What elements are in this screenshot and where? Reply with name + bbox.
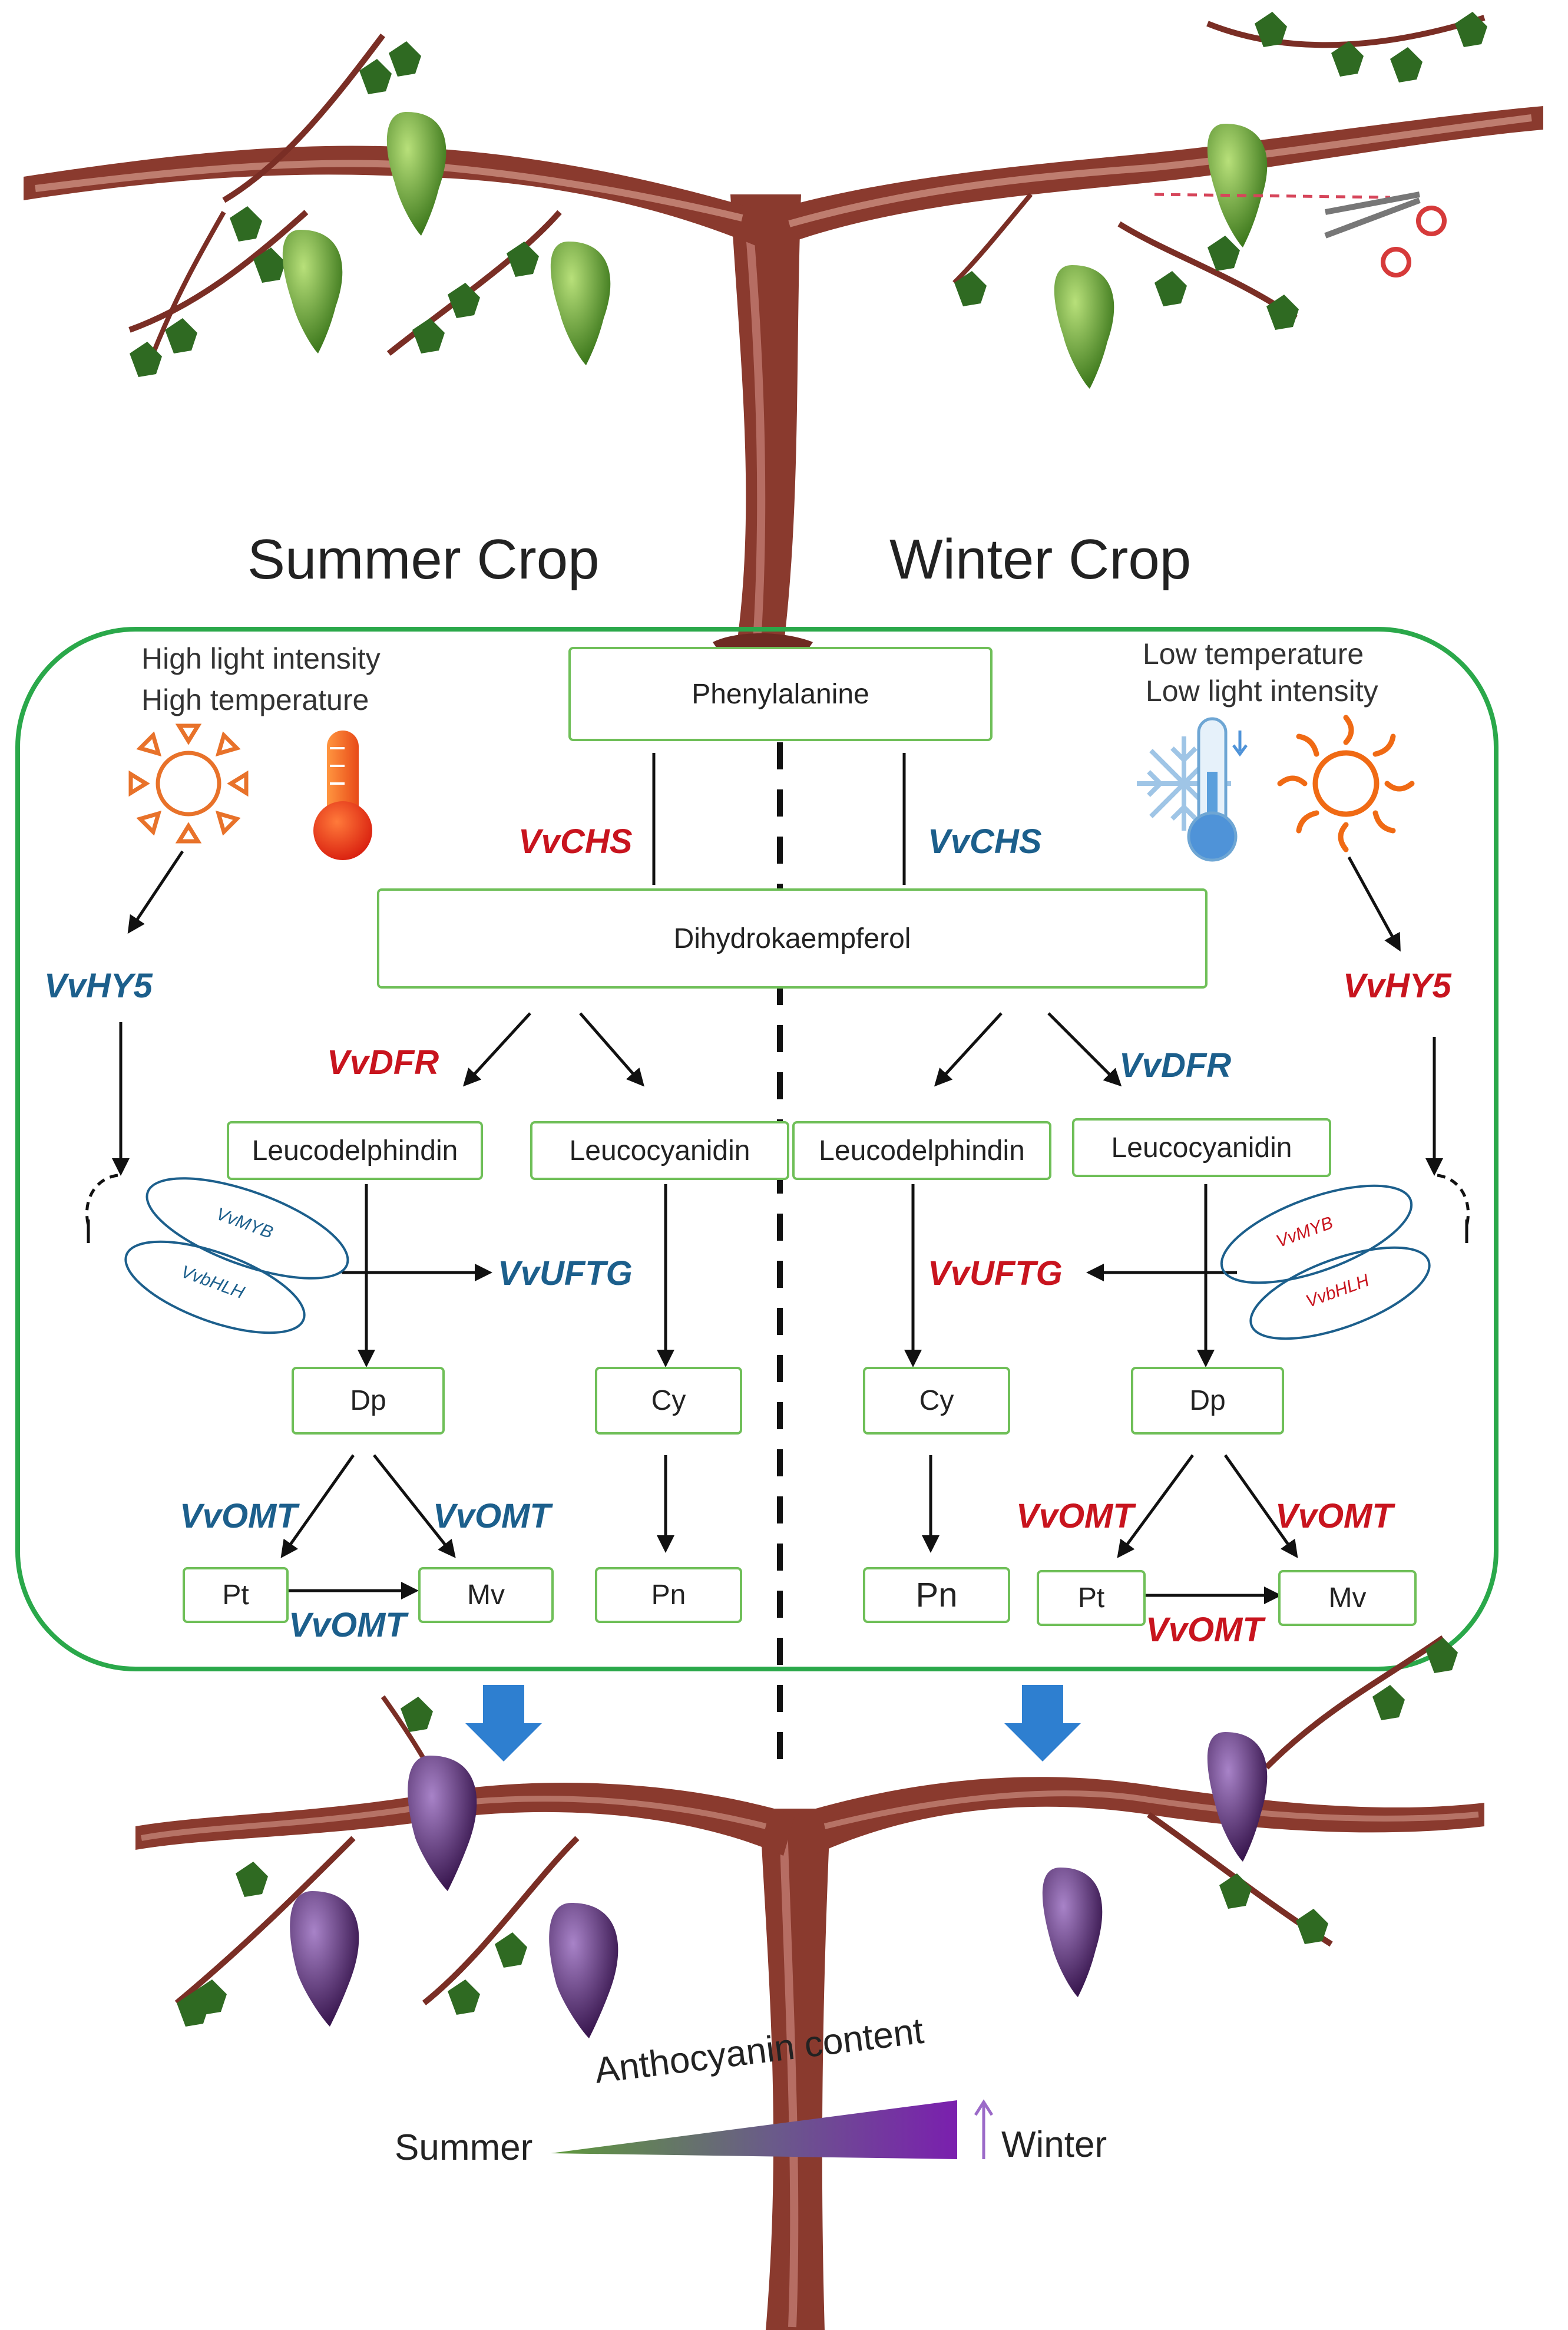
winter-omt-bottom-gene: VvOMT [1146, 1611, 1263, 1649]
winter-hy5-gene: VvHY5 [1343, 967, 1451, 1005]
summer-omt-left-gene: VvOMT [180, 1497, 297, 1535]
phenylalanine-box: Phenylalanine [568, 647, 993, 741]
summer-pt-box: Pt [183, 1567, 289, 1623]
summer-dfr-gene: VvDFR [327, 1043, 439, 1082]
summer-mv-box: Mv [418, 1567, 554, 1623]
winter-uftg-gene: VvUFTG [928, 1254, 1063, 1293]
summer-crop-title: Summer Crop [247, 528, 600, 591]
scissors-icon [1324, 191, 1447, 277]
summer-leucodelphindin-box: Leucodelphindin [227, 1121, 483, 1180]
winter-mv-box: Mv [1278, 1570, 1417, 1626]
winter-omt-right-gene: VvOMT [1275, 1497, 1393, 1535]
summer-leucocyanidin-box: Leucocyanidin [530, 1121, 789, 1180]
winter-pn-box: Pn [863, 1567, 1010, 1623]
tf-ellipses-summer [124, 1177, 349, 1334]
winter-condition-temp: Low temperature [1143, 637, 1364, 670]
summer-omt-bottom-gene: VvOMT [289, 1606, 406, 1644]
winter-crop-title: Winter Crop [889, 528, 1192, 591]
summer-dp-box: Dp [292, 1367, 445, 1435]
winter-dp-box: Dp [1131, 1367, 1284, 1435]
winter-dfr-gene: VvDFR [1119, 1046, 1232, 1085]
thermometer-cold-icon [1187, 717, 1248, 862]
winter-leucocyanidin-box: Leucocyanidin [1072, 1118, 1331, 1177]
winter-cy-box: Cy [863, 1367, 1010, 1435]
winter-leucodelphindin-box: Leucodelphindin [792, 1121, 1051, 1180]
dihydrokaempferol-box: Dihydrokaempferol [377, 888, 1208, 989]
up-arrow-icon [974, 2099, 994, 2159]
winter-condition-light: Low light intensity [1146, 675, 1378, 708]
anthocyanin-gradient [551, 2100, 957, 2159]
summer-cy-box: Cy [595, 1367, 742, 1435]
winter-chs-gene: VvCHS [928, 822, 1042, 861]
thermometer-hot-icon [313, 731, 372, 860]
summer-pn-box: Pn [595, 1567, 742, 1623]
summer-omt-right-gene: VvOMT [433, 1497, 551, 1535]
winter-legend-label: Winter [1001, 2124, 1107, 2165]
pathway-panel [15, 627, 1498, 1671]
summer-legend-label: Summer [395, 2127, 533, 2168]
tf-ellipses-winter [1220, 1184, 1431, 1340]
sun-winter-icon [1277, 715, 1415, 852]
summer-uftg-gene: VvUFTG [498, 1254, 633, 1293]
winter-omt-left-gene: VvOMT [1016, 1497, 1134, 1535]
bottom-vine [135, 1635, 1484, 2330]
summer-condition-temp: High temperature [141, 683, 369, 716]
summer-condition-light: High light intensity [141, 642, 381, 675]
summer-chs-gene: VvCHS [518, 822, 633, 861]
pathway-arrows [112, 753, 1443, 1604]
sun-icon [128, 723, 249, 844]
top-vine [24, 12, 1543, 660]
winter-pt-box: Pt [1037, 1570, 1146, 1626]
summer-hy5-gene: VvHY5 [44, 967, 153, 1005]
blue-down-arrows [465, 1685, 1081, 1761]
